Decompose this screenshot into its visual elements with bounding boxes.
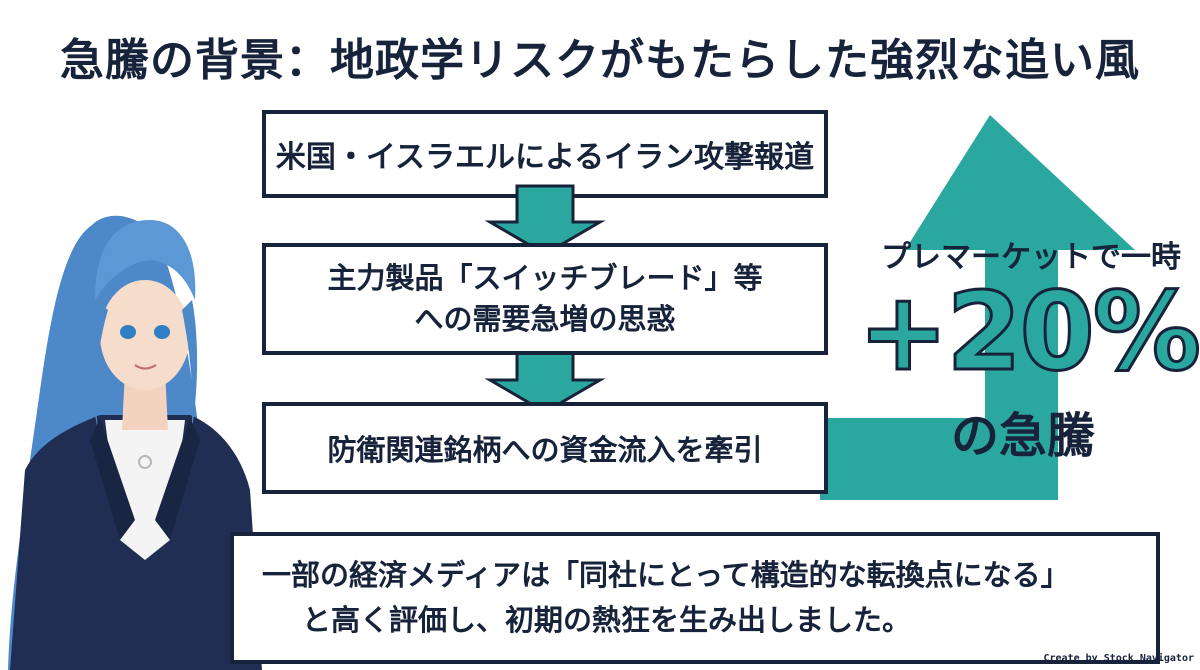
premarket-label: プレマーケットで一時 [881, 240, 1181, 275]
flow-step-2-line1: 主力製品「スイッチブレード」等 [327, 261, 763, 296]
flow-step-3-text: 防衛関連銘柄への資金流入を牽引 [327, 433, 763, 467]
quote-line-2: と高く評価し、初期の熱狂を生み出しました。 [302, 603, 912, 637]
flow-step-1: 米国・イスラエルによるイラン攻撃報道 [262, 110, 828, 198]
surge-label: の急騰 [950, 408, 1095, 464]
quote-line-1: 一部の経済メディアは「同社にとって構造的な転換点になる」 [262, 558, 1070, 593]
flow-step-1-text: 米国・イスラエルによるイラン攻撃報道 [275, 140, 815, 175]
flow-step-2: 主力製品「スイッチブレード」等 への需要急増の思惑 [262, 243, 828, 355]
up-trend-arrow-icon [820, 115, 1135, 500]
down-arrow-icon [484, 184, 606, 256]
credit-text: Create by Stock Navigator [1043, 653, 1194, 664]
surge-percentage: +20% [857, 269, 1200, 397]
flow-step-3: 防衛関連銘柄への資金流入を牽引 [262, 402, 828, 494]
flow-step-2-line2: への需要急増の思惑 [414, 302, 676, 336]
page-title: 急騰の背景：地政学リスクがもたらした強烈な追い風 [60, 35, 1140, 86]
quote-box: 一部の経済メディアは「同社にとって構造的な転換点になる」 と高く評価し、初期の熱… [230, 532, 1160, 664]
